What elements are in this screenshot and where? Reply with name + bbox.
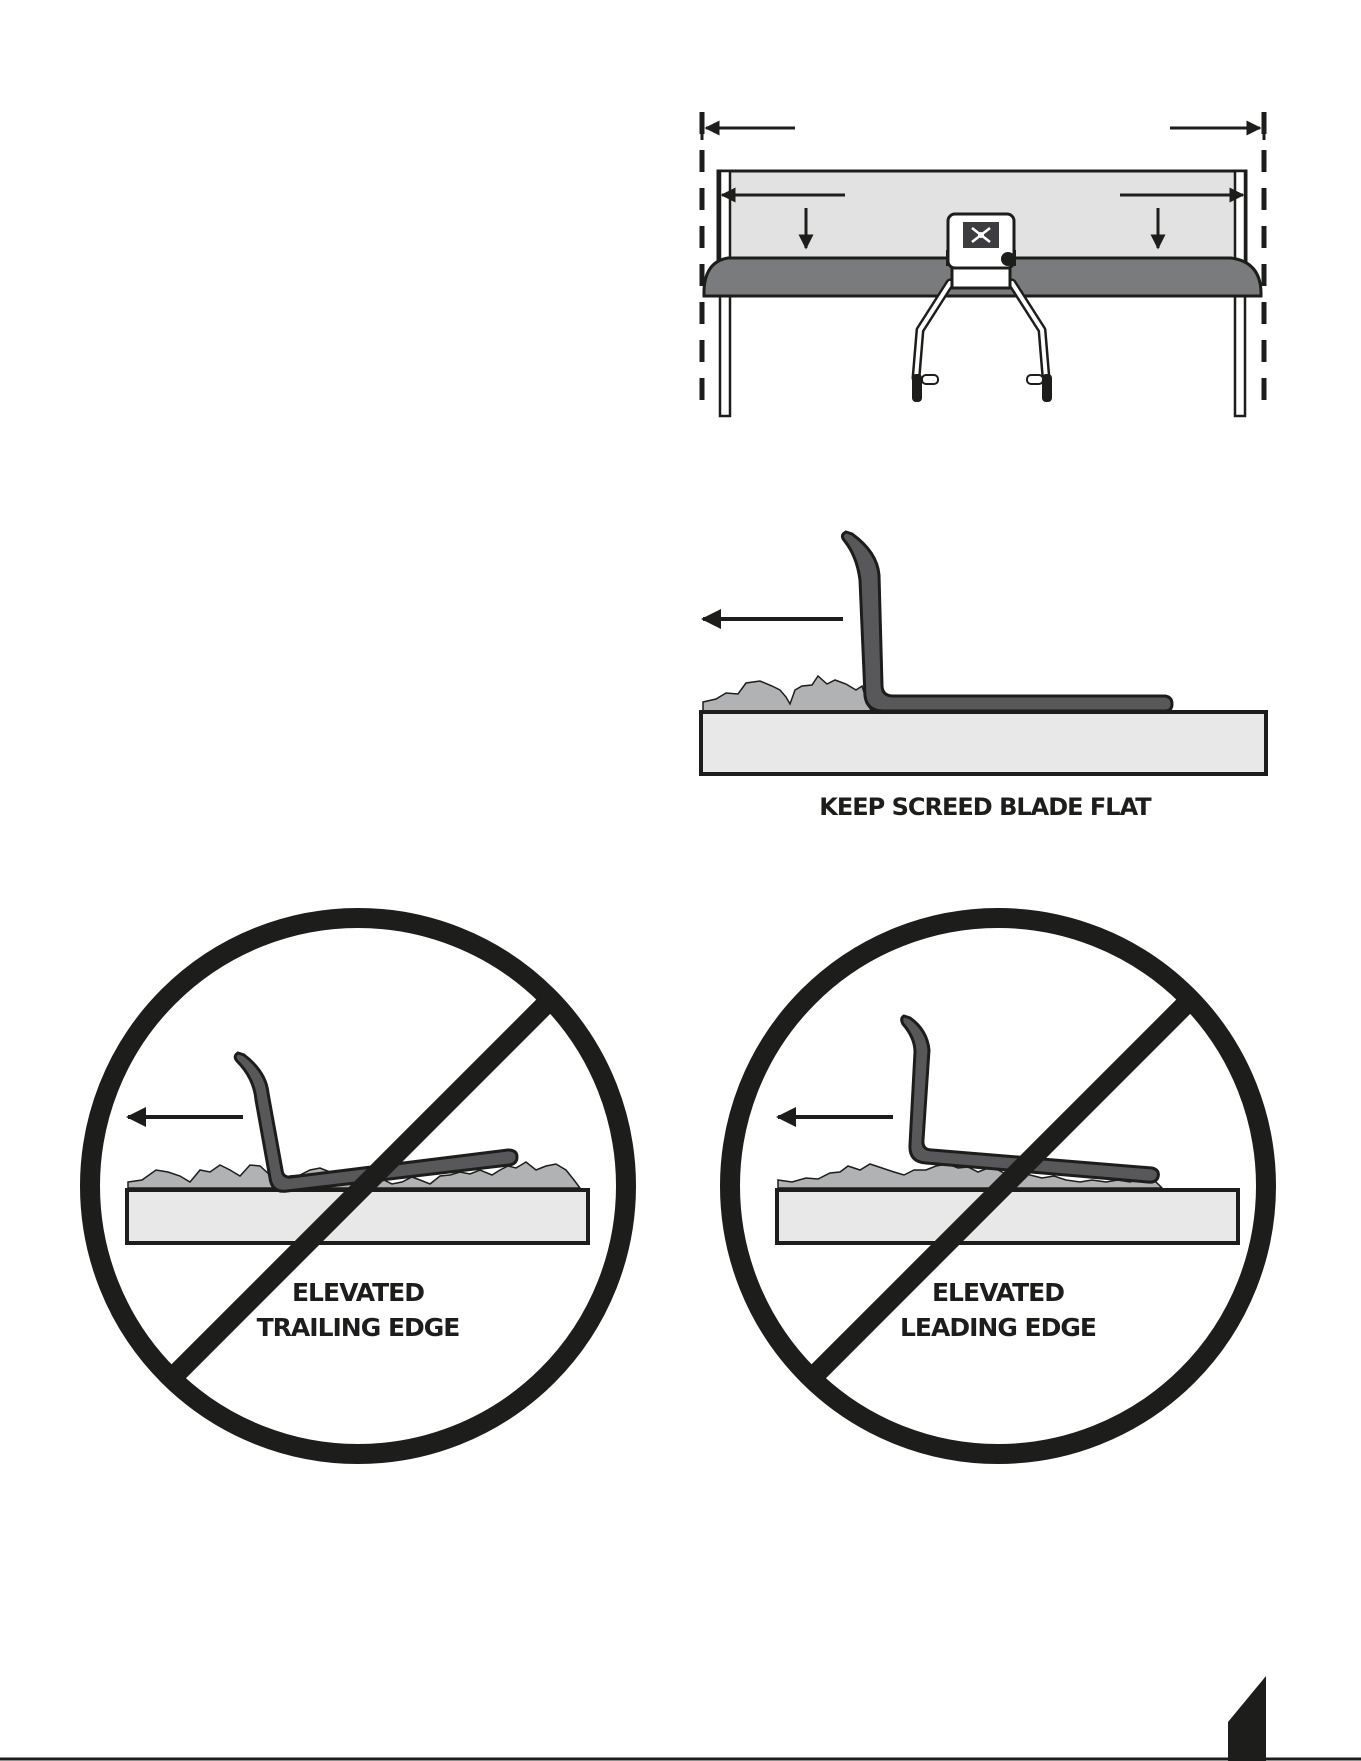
- concrete-material: [703, 676, 872, 712]
- leading-edge-caption-line1: ELEVATED: [932, 1278, 1064, 1307]
- screed-blade-bracket: [842, 532, 1172, 711]
- concrete-slab: [701, 712, 1266, 774]
- flat-blade-caption: KEEP SCREED BLADE FLAT: [819, 793, 1152, 821]
- handle-control-right: [1027, 375, 1043, 384]
- handle-control-left: [922, 375, 938, 384]
- trailing-edge-diagram: ELEVATED TRAILING EDGE: [90, 918, 626, 1454]
- concrete-slab: [777, 1190, 1238, 1243]
- flat-blade-diagram: KEEP SCREED BLADE FLAT: [701, 532, 1266, 821]
- page-tab-icon: [1228, 1676, 1266, 1761]
- leading-edge-caption-line2: LEADING EDGE: [900, 1313, 1096, 1342]
- trailing-edge-caption-line1: ELEVATED: [292, 1278, 424, 1307]
- handle-grip-left: [912, 374, 922, 402]
- screed-top-view-diagram: [702, 112, 1264, 416]
- motor-knob: [1001, 252, 1015, 266]
- leading-edge-diagram: ELEVATED LEADING EDGE: [730, 918, 1266, 1454]
- trailing-edge-caption-line2: TRAILING EDGE: [257, 1313, 460, 1342]
- screed-motor-unit: [946, 214, 1016, 288]
